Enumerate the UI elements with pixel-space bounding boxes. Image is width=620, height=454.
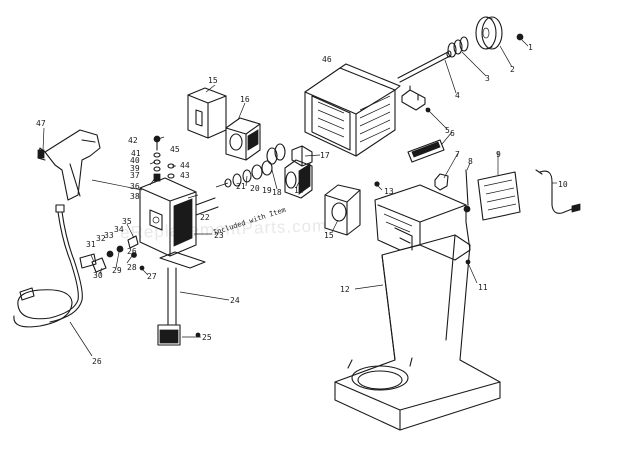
part-cord xyxy=(535,169,581,214)
part-rod xyxy=(397,50,452,83)
callout-38: 38 xyxy=(130,192,140,201)
callout-44: 44 xyxy=(180,161,190,170)
part-armature xyxy=(284,159,313,199)
part-piston xyxy=(157,251,206,346)
callout-40: 40 xyxy=(130,156,140,165)
callout-33: 33 xyxy=(104,231,114,240)
callout-29: 29 xyxy=(112,266,122,275)
callout-8: 8 xyxy=(468,157,473,166)
callout-1: 1 xyxy=(528,43,533,52)
part-fittings xyxy=(91,235,145,273)
callout-13: 13 xyxy=(384,187,394,196)
callout-35: 35 xyxy=(122,217,132,226)
callout-21: 21 xyxy=(236,182,246,191)
callout-2: 2 xyxy=(510,65,515,74)
callout-31: 31 xyxy=(86,240,96,249)
part-small-screw xyxy=(516,33,524,41)
callout-11: 11 xyxy=(478,283,488,292)
part-label-plate xyxy=(407,139,445,163)
callout-23: 23 xyxy=(214,231,224,240)
part-washers xyxy=(224,143,286,188)
callout-3: 3 xyxy=(485,74,490,83)
part-hose xyxy=(13,204,97,328)
callout-37: 37 xyxy=(130,171,140,180)
part-spray-gun xyxy=(37,129,101,201)
callout-45: 45 xyxy=(170,145,180,154)
callout-28: 28 xyxy=(127,263,137,272)
callout-16: 16 xyxy=(240,95,250,104)
callout-26-upper: 26 xyxy=(127,247,137,256)
part-stand-top xyxy=(374,181,471,265)
callout-15: 15 xyxy=(324,231,334,240)
callout-46: 46 xyxy=(322,55,332,64)
callout-20: 20 xyxy=(250,184,260,193)
part-magnet xyxy=(225,117,261,161)
callout-18: 18 xyxy=(272,188,282,197)
part-pump-body xyxy=(139,177,219,257)
part-yoke xyxy=(187,87,227,139)
part-springs xyxy=(447,36,469,58)
part-cap-disc xyxy=(475,16,503,50)
callout-30: 30 xyxy=(93,271,103,280)
callout-25: 25 xyxy=(202,333,212,342)
callout-9: 9 xyxy=(496,150,501,159)
callout-43: 43 xyxy=(180,171,190,180)
callout-24: 24 xyxy=(230,296,240,305)
callout-26: 26 xyxy=(92,357,102,366)
callout-36: 36 xyxy=(130,182,140,191)
callout-19: 19 xyxy=(262,186,272,195)
callout-6: 6 xyxy=(450,129,455,138)
callout-32: 32 xyxy=(96,234,106,243)
part-bracket xyxy=(401,85,431,113)
part-valve-stack xyxy=(153,135,175,182)
callout-5: 5 xyxy=(445,126,450,135)
part-cover-15 xyxy=(324,184,361,236)
callout-7: 7 xyxy=(455,150,460,159)
callout-39: 39 xyxy=(130,164,140,173)
callout-22: 22 xyxy=(200,213,210,222)
callout-47: 47 xyxy=(36,119,46,128)
leader-lines xyxy=(42,39,557,357)
callout-27: 27 xyxy=(147,272,157,281)
callout-15-left: 15 xyxy=(208,76,218,85)
part-knob xyxy=(434,173,449,191)
callout-4: 4 xyxy=(455,91,460,100)
callout-41: 41 xyxy=(131,149,141,158)
callout-42: 42 xyxy=(128,136,138,145)
part-stand xyxy=(334,234,501,431)
callout-17: 17 xyxy=(320,151,330,160)
callout-10: 10 xyxy=(558,180,568,189)
callout-numbers: 1 2 3 4 5 6 7 8 9 10 11 12 13 14 15 15 1… xyxy=(36,43,568,366)
part-motor-housing xyxy=(304,63,401,157)
callout-14: 14 xyxy=(294,186,304,195)
part-decal xyxy=(477,171,521,221)
callout-34: 34 xyxy=(114,225,124,234)
callout-12: 12 xyxy=(340,285,350,294)
